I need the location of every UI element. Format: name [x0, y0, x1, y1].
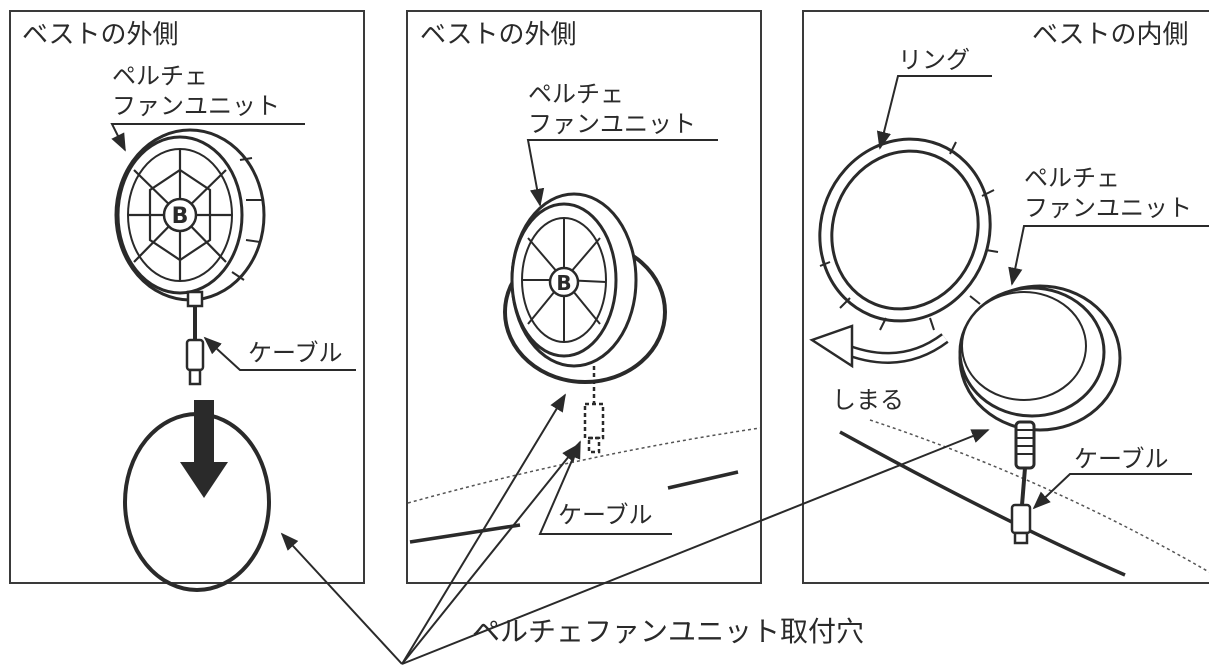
- panel-3-ring: [818, 137, 999, 331]
- panel-3-cable-label: ケーブル: [1074, 445, 1169, 473]
- panel-3-action-label: しまる: [832, 386, 904, 414]
- panel-2-fan-unit: B: [503, 192, 667, 454]
- mounting-hole-label: ペルチェファンユニット取付穴: [472, 615, 865, 648]
- svg-text:B: B: [172, 204, 189, 229]
- panel-2-unit-label-line2: ファンユニット: [528, 110, 696, 138]
- panel-3-fan-unit: [958, 284, 1122, 545]
- panel-1-unit-label-line2: ファンユニット: [112, 92, 280, 120]
- panel-3-title: ベストの内側: [1032, 20, 1189, 50]
- panel-2-unit-label-line1: ペルチェ: [528, 80, 624, 108]
- panel-3-ring-label: リング: [898, 46, 970, 74]
- panel-2-title: ベストの外側: [420, 20, 577, 50]
- panel-1-title: ベストの外側: [22, 20, 179, 50]
- panel-1-unit-label-line1: ペルチェ: [112, 62, 208, 90]
- svg-text:B: B: [556, 271, 571, 295]
- panel-3-unit-label-line1: ペルチェ: [1024, 164, 1120, 192]
- panel-1-cable-label: ケーブル: [248, 339, 343, 367]
- panel-3-unit-label-line2: ファンユニット: [1024, 194, 1192, 222]
- panel-2-cable-label: ケーブル: [558, 501, 653, 529]
- panel-1-fan-unit: B: [114, 128, 266, 386]
